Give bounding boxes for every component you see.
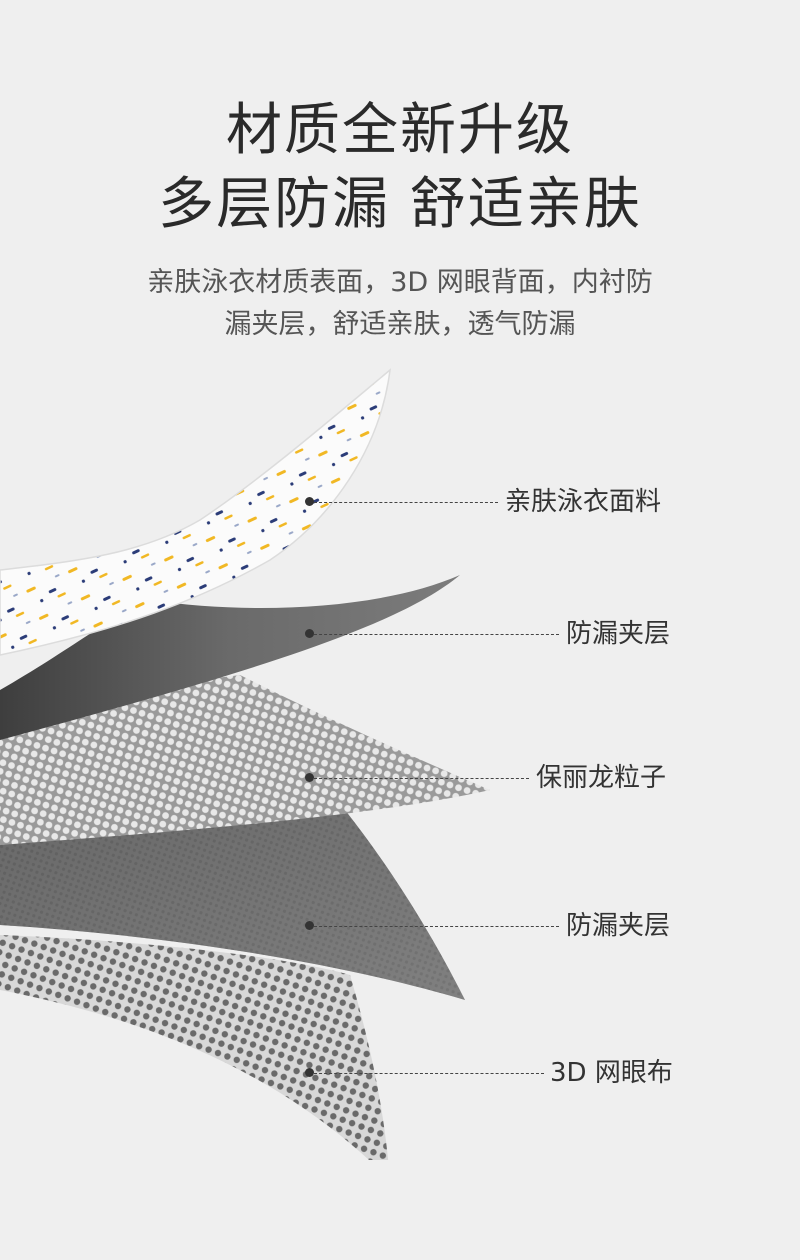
layer-label-mesh: 3D 网眼布: [550, 1058, 673, 1088]
callout-dot: [305, 1068, 314, 1077]
callout-leader: [314, 1073, 544, 1074]
mesh-fabric-layer: [0, 935, 389, 1160]
description-line-1: 亲肤泳衣材质表面，3D 网眼背面，内衬防: [147, 267, 653, 298]
bead-layer: [0, 675, 490, 845]
layer-illustration: [0, 368, 490, 1160]
layer-label-barrier-lower: 防漏夹层: [566, 911, 671, 941]
description-line-2: 漏夹层，舒适亲肤，透气防漏: [224, 309, 576, 340]
headline-line-2: 多层防漏 舒适亲肤: [158, 172, 642, 237]
callout-dot: [305, 497, 314, 506]
callout-leader: [314, 926, 559, 927]
callout-dot: [305, 921, 314, 930]
callout-leader: [314, 502, 498, 503]
callout-dot: [305, 773, 314, 782]
layer-label-barrier-upper: 防漏夹层: [566, 619, 671, 649]
headline-line-1: 材质全新升级: [226, 98, 574, 163]
callout-dot: [305, 629, 314, 638]
upper-barrier-layer: [0, 575, 460, 740]
layer-label-beads: 保丽龙粒子: [536, 763, 667, 793]
swim-fabric-layer: [0, 370, 390, 655]
layer-label-swim-fabric: 亲肤泳衣面料: [505, 487, 662, 517]
callout-leader: [314, 778, 529, 779]
callout-leader: [314, 634, 559, 635]
